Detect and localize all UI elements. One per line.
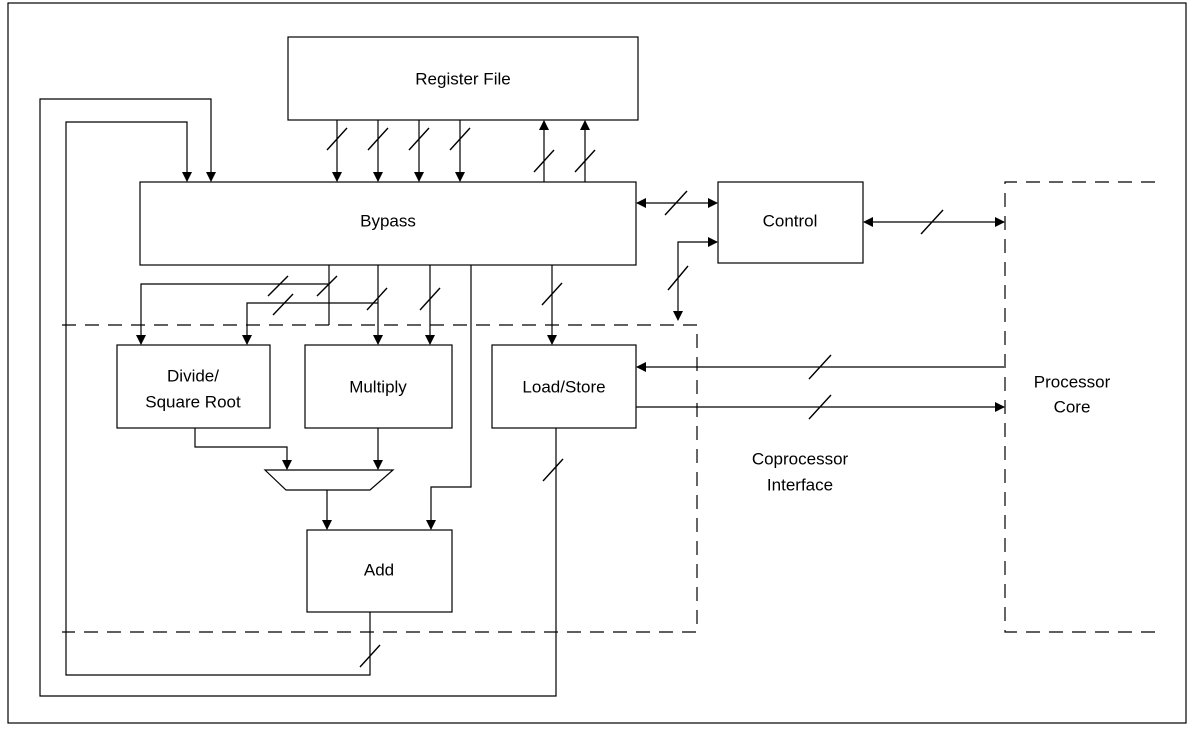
processor-core-region xyxy=(1004,181,1155,633)
coprocessor-interface-label-line2: Interface xyxy=(767,475,833,494)
register-file-write-ports xyxy=(533,120,596,182)
add-block: Add xyxy=(306,529,453,613)
load-store-to-processor xyxy=(636,394,1005,420)
bypass-to-add xyxy=(426,265,472,530)
diagram-frame xyxy=(7,2,1187,724)
add-result-feedback xyxy=(65,121,381,676)
divide-label-line2: Square Root xyxy=(145,392,241,411)
register-file-label: Register File xyxy=(415,69,510,88)
bypass-control-bus xyxy=(636,190,718,216)
bypass-to-load-store xyxy=(541,265,563,345)
divide-label-line1: Divide/ xyxy=(167,366,219,385)
register-file-block: Register File xyxy=(287,36,639,121)
coprocessor-interface-label-line1: Coprocessor xyxy=(752,449,849,468)
execution-unit-outputs xyxy=(194,428,383,530)
divide-square-root-block: Divide/ Square Root xyxy=(116,344,271,429)
load-store-label: Load/Store xyxy=(522,377,605,396)
processor-core-label-line1: Processor xyxy=(1034,372,1111,391)
control-processor-bus xyxy=(863,209,1005,235)
multiply-label: Multiply xyxy=(349,377,407,396)
control-label: Control xyxy=(763,211,818,230)
bypass-block: Bypass xyxy=(139,181,637,266)
add-label: Add xyxy=(364,560,394,579)
multiplexer xyxy=(263,469,395,491)
processor-core-label-line2: Core xyxy=(1054,397,1091,416)
bypass-label: Bypass xyxy=(360,211,416,230)
register-file-read-ports xyxy=(326,120,471,182)
multiply-block: Multiply xyxy=(304,344,453,429)
coprocessor-interface-region xyxy=(62,324,698,633)
control-block: Control xyxy=(717,181,864,264)
load-store-feedback xyxy=(39,98,564,697)
processor-to-load-store xyxy=(636,354,1004,380)
bypass-to-divide-paths xyxy=(136,265,441,345)
load-store-block: Load/Store xyxy=(491,344,637,429)
control-coprocessor-link xyxy=(667,237,718,321)
